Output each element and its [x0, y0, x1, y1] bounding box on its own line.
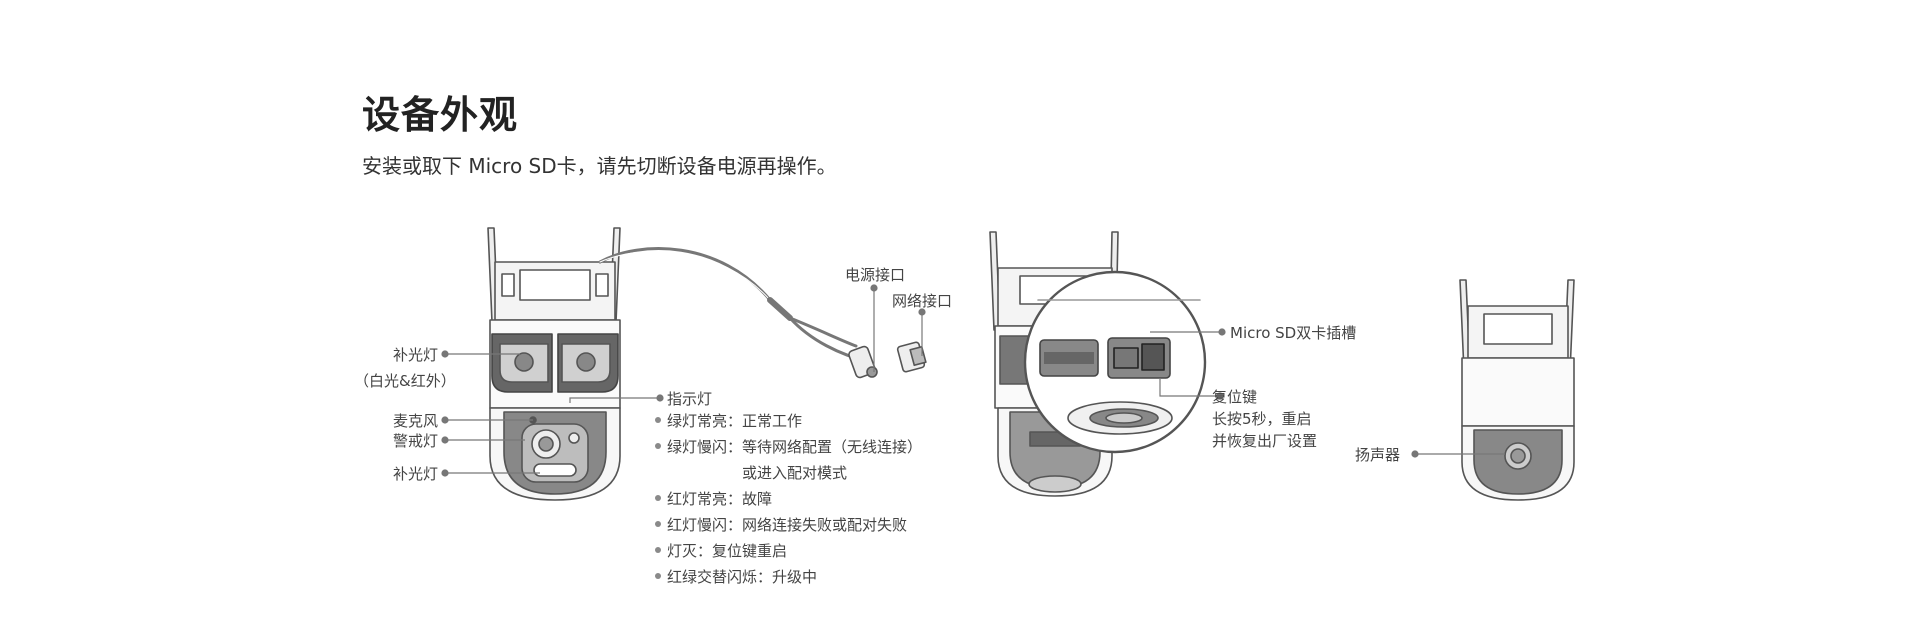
list-item: 红灯常亮：故障 — [655, 490, 772, 508]
label-fill-light-top-note: （白光&红外） — [354, 372, 456, 390]
page-subtitle: 安装或取下 Micro SD卡，请先切断设备电源再操作。 — [362, 154, 837, 178]
label-network-port: 网络接口 — [892, 292, 953, 310]
back-camera-drawing — [1459, 279, 1575, 501]
label-fill-light-bottom: 补光灯 — [392, 465, 438, 483]
label-speaker: 扬声器 — [1355, 446, 1401, 464]
bullet-icon — [655, 416, 661, 423]
label-reset-desc-1: 长按5秒，重启 — [1212, 410, 1312, 428]
label-reset-desc-2: 并恢复出厂设置 — [1212, 432, 1318, 450]
bullet-icon — [655, 520, 661, 527]
label-sd-slot: Micro SD双卡插槽 — [1230, 324, 1357, 342]
label-reset-key: 复位键 — [1212, 388, 1258, 406]
list-item: 绿灯常亮：正常工作 — [655, 412, 802, 430]
label-power-port: 电源接口 — [845, 266, 906, 284]
bullet-icon — [655, 546, 661, 553]
bullet-icon — [655, 572, 661, 579]
front-camera-drawing — [487, 227, 927, 501]
list-item: 绿灯慢闪：等待网络配置（无线连接） — [655, 438, 922, 456]
label-microphone: 麦克风 — [392, 412, 438, 430]
label-indicator: 指示灯 — [667, 390, 713, 408]
page-title: 设备外观 — [362, 93, 519, 137]
list-item: 红灯慢闪：网络连接失败或配对失败 — [655, 516, 907, 534]
side-camera-drawing — [989, 231, 1207, 497]
list-item-continuation: 或进入配对模式 — [742, 464, 848, 482]
bullet-icon — [655, 494, 661, 501]
bullet-icon — [655, 442, 661, 449]
label-warning-light: 警戒灯 — [392, 432, 438, 450]
label-fill-light-top: 补光灯 — [392, 346, 438, 364]
list-item: 灯灭：复位键重启 — [655, 542, 787, 560]
list-item: 红绿交替闪烁：升级中 — [655, 568, 817, 586]
